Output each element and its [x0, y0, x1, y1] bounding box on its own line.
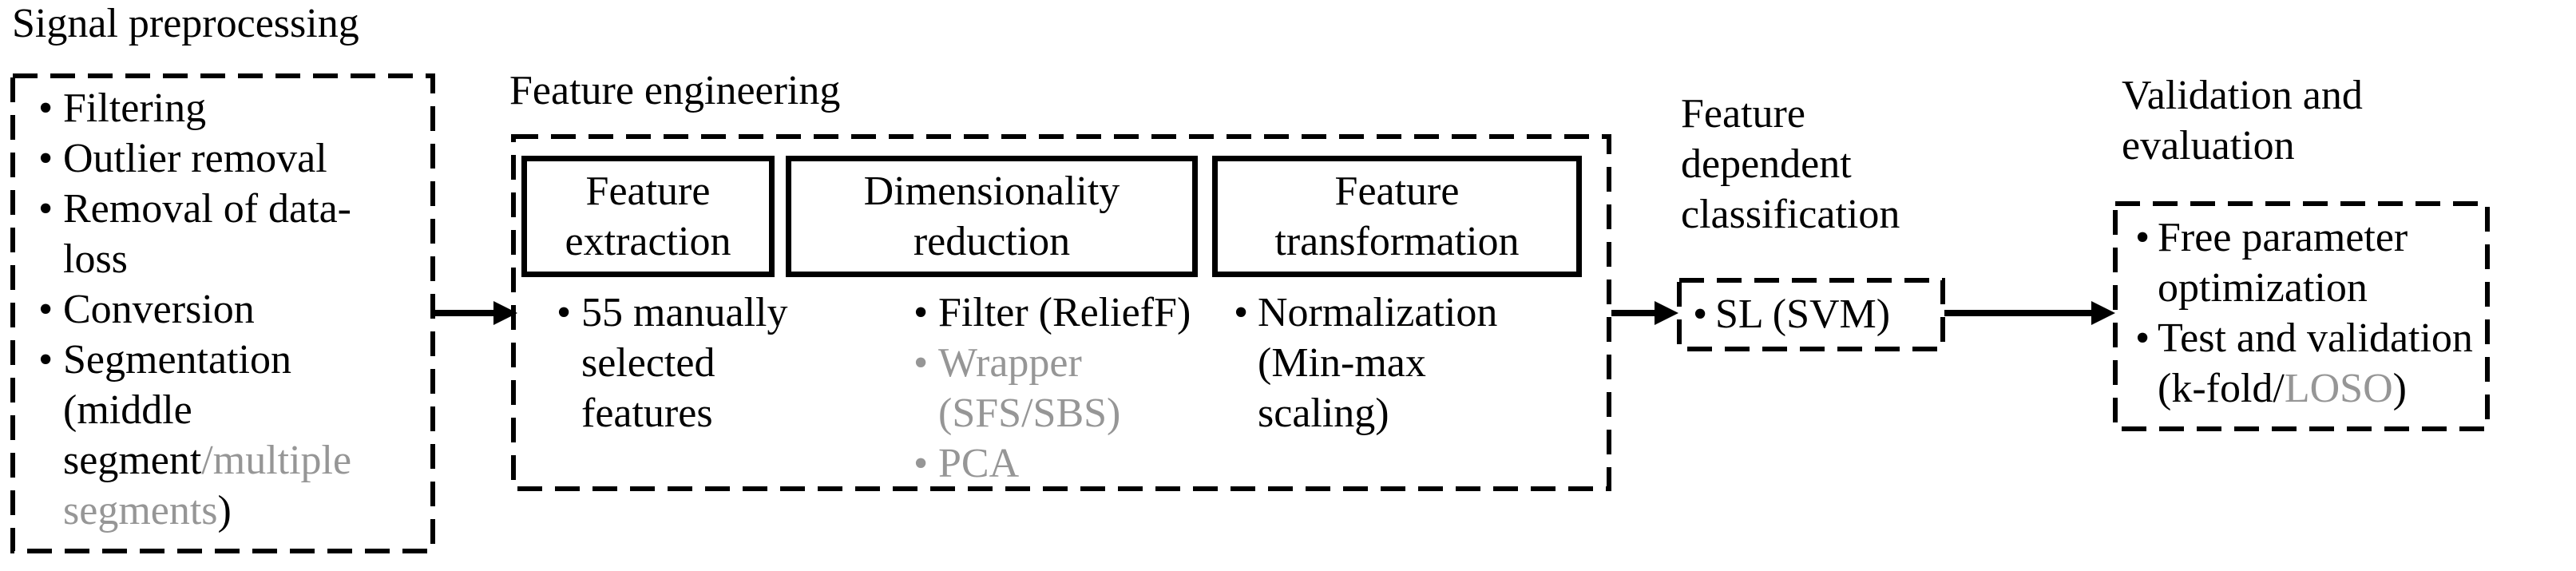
segmentation-close-paren: ) [217, 488, 232, 533]
list-item-text: SL (SVM) [1715, 291, 1891, 337]
list-item-outlier-removal: •Outlier removal [38, 133, 394, 184]
list-item-filtering: •Filtering [38, 83, 394, 133]
validation-title: Validation and evaluation [2122, 73, 2363, 169]
bullet-icon: • [913, 290, 929, 335]
bullet-icon: • [38, 136, 54, 181]
list-item-free-parameter: •Free parameter optimization [2135, 212, 2501, 313]
test-validation-alt-text: LOSO [2284, 366, 2393, 411]
dimensionality-reduction-header-box [786, 156, 1198, 277]
list-item-pca: •PCA [913, 438, 1234, 489]
feature-transformation-header-box [1212, 156, 1582, 277]
list-item-text: Conversion [63, 287, 255, 332]
signal-preprocessing-box [10, 73, 435, 553]
list-item-segmentation: •Segmentation (middle segment/multiple s… [38, 335, 394, 536]
classification-list: •SL (SVM) [1693, 289, 1932, 339]
list-item-data-loss-removal: •Removal of data-loss [38, 184, 394, 284]
feature-extraction-list: •55 manually selected features [557, 287, 821, 438]
list-item-text: Wrapper (SFS/SBS) [938, 340, 1121, 436]
test-validation-main-text: Test and validation (k-fold/ [2158, 315, 2473, 411]
signal-preprocessing-title: Signal preprocessing [12, 1, 359, 46]
segmentation-alt-text: /multiple segments [63, 438, 352, 533]
feature-extraction-header-box [521, 156, 775, 277]
bullet-icon: • [2135, 215, 2150, 260]
list-item-filter-relieff: •Filter (ReliefF) [913, 287, 1234, 338]
feature-extraction-header-text: Feature extraction [565, 169, 731, 264]
feature-transformation-header: Feature transformation [1212, 156, 1582, 277]
bullet-icon: • [1693, 291, 1708, 337]
list-item-text: Free parameter optimization [2158, 215, 2408, 311]
arrow-classification-to-validation [1944, 301, 2115, 325]
feature-transformation-header-text: Feature transformation [1274, 169, 1520, 264]
feature-transformation-list: •Normalization (Min-max scaling) [1234, 287, 1529, 438]
bullet-icon: • [38, 85, 54, 131]
list-item-sl-svm: •SL (SVM) [1693, 289, 1932, 339]
dimensionality-reduction-header: Dimensionality reduction [786, 156, 1198, 277]
list-item-normalization: •Normalization (Min-max scaling) [1234, 287, 1529, 438]
dimensionality-reduction-header-text: Dimensionality reduction [863, 169, 1120, 264]
bullet-icon: • [38, 287, 54, 332]
list-item-test-validation: •Test and validation (k-fold/LOSO) [2135, 313, 2501, 414]
list-item-conversion: •Conversion [38, 284, 394, 335]
list-item-text: Normalization (Min-max scaling) [1258, 290, 1498, 436]
dimensionality-reduction-list: •Filter (ReliefF) •Wrapper (SFS/SBS) •PC… [913, 287, 1234, 489]
test-validation-close-paren: ) [2392, 366, 2407, 411]
bullet-icon: • [38, 186, 54, 232]
segmentation-main-text: Segmentation (middle segment [63, 337, 291, 483]
list-item-text: Removal of data-loss [63, 186, 351, 282]
list-item-text: 55 manually selected features [581, 290, 788, 436]
classification-box [1677, 278, 1945, 351]
list-item-wrapper-sfs-sbs: •Wrapper (SFS/SBS) [913, 338, 1234, 438]
feature-engineering-title: Feature engineering [509, 68, 841, 113]
list-item-text: Filtering [63, 85, 207, 131]
list-item-selected-features: •55 manually selected features [557, 287, 821, 438]
validation-list: •Free parameter optimization •Test and v… [2135, 212, 2501, 414]
bullet-icon: • [38, 337, 54, 383]
list-item-text: Filter (ReliefF) [938, 290, 1191, 335]
bullet-icon: • [1234, 290, 1249, 335]
classification-title: Feature dependent classification [1681, 91, 1900, 237]
bullet-icon: • [913, 441, 929, 486]
bullet-icon: • [2135, 315, 2150, 361]
signal-preprocessing-list: •Filtering •Outlier removal •Removal of … [38, 83, 394, 536]
list-item-text: Outlier removal [63, 136, 327, 181]
feature-extraction-header: Feature extraction [521, 156, 775, 277]
bullet-icon: • [913, 340, 929, 386]
bullet-icon: • [557, 290, 572, 335]
list-item-text: PCA [938, 441, 1020, 486]
arrow-signal-to-feature-engineering [435, 301, 517, 325]
arrow-feature-engineering-to-classification [1611, 301, 1678, 325]
